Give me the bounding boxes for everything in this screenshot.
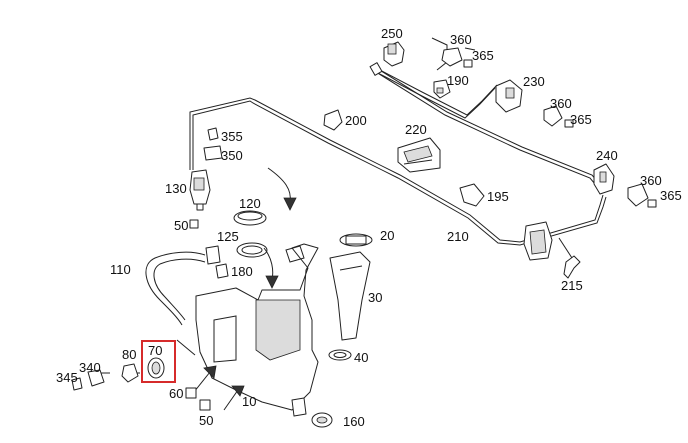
part-240-connector <box>593 163 615 195</box>
part-195-clip <box>459 183 485 207</box>
part-label-110[interactable]: 110 <box>110 262 131 277</box>
part-label-200[interactable]: 200 <box>345 113 367 128</box>
part-label-240[interactable]: 240 <box>596 148 618 163</box>
part-70-seal-ring <box>147 357 165 379</box>
part-label-120[interactable]: 120 <box>239 196 261 211</box>
part-220-bracket <box>397 137 441 173</box>
part-label-250[interactable]: 250 <box>381 26 403 41</box>
part-label-195[interactable]: 195 <box>487 189 509 204</box>
part-label-160[interactable]: 160 <box>343 414 365 429</box>
part-label-355[interactable]: 355 <box>221 129 243 144</box>
part-label-350[interactable]: 350 <box>221 148 243 163</box>
hose-lines <box>98 37 607 374</box>
part-label-220[interactable]: 220 <box>405 122 427 137</box>
part-label-60[interactable]: 60 <box>169 386 183 401</box>
part-10-reservoir <box>195 243 319 417</box>
part-125-seal <box>236 242 268 258</box>
part-60-plug <box>185 387 197 399</box>
part-120-cap <box>233 210 267 226</box>
part-80-plug <box>121 363 139 383</box>
part-360-valve-right <box>627 183 649 207</box>
part-190-clip <box>433 79 451 99</box>
part-30-filler-neck <box>329 251 371 341</box>
part-label-210[interactable]: 210 <box>447 229 469 244</box>
part-20-sensor <box>339 233 373 247</box>
part-label-340[interactable]: 340 <box>79 360 101 375</box>
part-200-clip <box>323 109 343 131</box>
part-210-grommet <box>523 221 553 261</box>
part-label-30[interactable]: 30 <box>368 290 382 305</box>
part-label-125[interactable]: 125 <box>217 229 239 244</box>
part-160-cap <box>311 412 333 428</box>
part-360-valve-mid <box>543 105 563 127</box>
part-label-215[interactable]: 215 <box>561 278 583 293</box>
part-label-190[interactable]: 190 <box>447 73 469 88</box>
part-label-345[interactable]: 345 <box>56 370 78 385</box>
part-40-seal <box>328 349 352 361</box>
part-labels: 250 360 365 190 230 360 365 200 220 355 … <box>56 26 682 429</box>
part-180-clip <box>215 263 229 279</box>
part-label-365-top[interactable]: 365 <box>472 48 494 63</box>
part-365-nozzle-mid <box>564 119 574 128</box>
part-360-valve-top <box>441 47 463 67</box>
part-50-plug-upper <box>189 219 199 229</box>
part-label-20[interactable]: 20 <box>380 228 394 243</box>
part-label-70[interactable]: 70 <box>148 343 162 358</box>
part-365-nozzle-right <box>647 199 657 208</box>
part-345-connector <box>71 377 83 391</box>
highlight-box <box>141 340 176 383</box>
part-350-grommet <box>203 145 223 161</box>
part-215-tool-icon <box>563 255 581 279</box>
part-label-10[interactable]: 10 <box>242 394 256 409</box>
part-label-365-mid[interactable]: 365 <box>570 112 592 127</box>
part-355-cap <box>207 127 219 141</box>
part-label-365-right[interactable]: 365 <box>660 188 682 203</box>
assembly-arrows <box>193 167 297 411</box>
part-110-hose-fitting <box>205 245 221 265</box>
part-label-50-upper[interactable]: 50 <box>174 218 188 233</box>
part-label-360-mid[interactable]: 360 <box>550 96 572 111</box>
part-250-connector <box>369 41 405 76</box>
part-label-40[interactable]: 40 <box>354 350 368 365</box>
part-50-plug-lower <box>199 399 211 411</box>
part-label-230[interactable]: 230 <box>523 74 545 89</box>
part-230-connector <box>495 79 523 113</box>
part-label-130[interactable]: 130 <box>165 181 187 196</box>
part-340-sensor <box>87 369 105 387</box>
part-365-nozzle-top <box>463 59 473 68</box>
part-label-180[interactable]: 180 <box>231 264 253 279</box>
part-label-80[interactable]: 80 <box>122 347 136 362</box>
part-label-50-lower[interactable]: 50 <box>199 413 213 428</box>
part-130-pump <box>189 169 211 211</box>
part-label-360-right[interactable]: 360 <box>640 173 662 188</box>
part-label-360-top[interactable]: 360 <box>450 32 472 47</box>
